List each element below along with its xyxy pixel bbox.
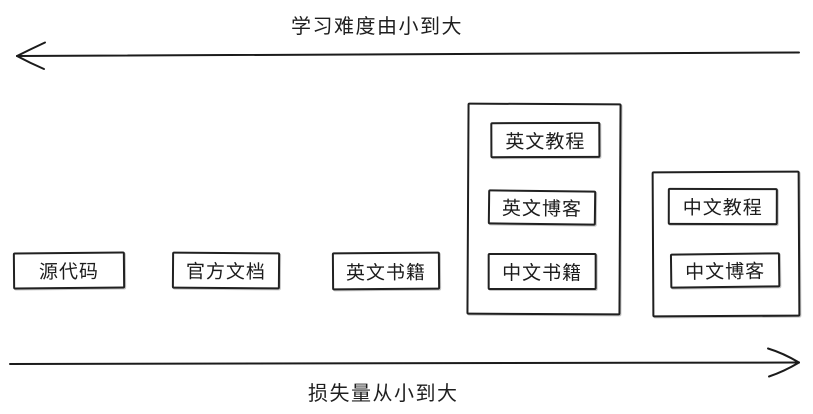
box-label: 中文博客: [685, 261, 766, 284]
group-box-english: 英文教程 英文博客 中文书籍: [466, 102, 622, 316]
box-label: 中文书籍: [502, 262, 583, 284]
box-english-books: 英文书籍: [331, 251, 441, 291]
box-label: 英文书籍: [345, 262, 427, 284]
box-label: 英文教程: [505, 131, 586, 153]
group-box-chinese: 中文教程 中文博客: [651, 170, 801, 318]
box-label: 英文博客: [501, 198, 583, 221]
box-official-docs: 官方文档: [171, 251, 281, 290]
left-arrow: [16, 41, 800, 70]
box-chinese-tutorials: 中文教程: [667, 187, 778, 226]
top-axis-label: 学习难度由小到大: [291, 16, 463, 38]
box-label: 中文教程: [682, 197, 763, 220]
box-english-tutorials: 英文教程: [490, 121, 601, 159]
box-chinese-blogs: 中文博客: [669, 252, 781, 289]
right-arrow: [9, 347, 800, 378]
bottom-axis-label: 损失量从小到大: [308, 383, 459, 405]
box-chinese-books: 中文书籍: [487, 252, 597, 290]
box-english-blogs: 英文博客: [487, 189, 597, 226]
box-label: 官方文档: [185, 261, 267, 284]
box-label: 源代码: [38, 261, 100, 284]
box-source-code: 源代码: [12, 251, 126, 290]
